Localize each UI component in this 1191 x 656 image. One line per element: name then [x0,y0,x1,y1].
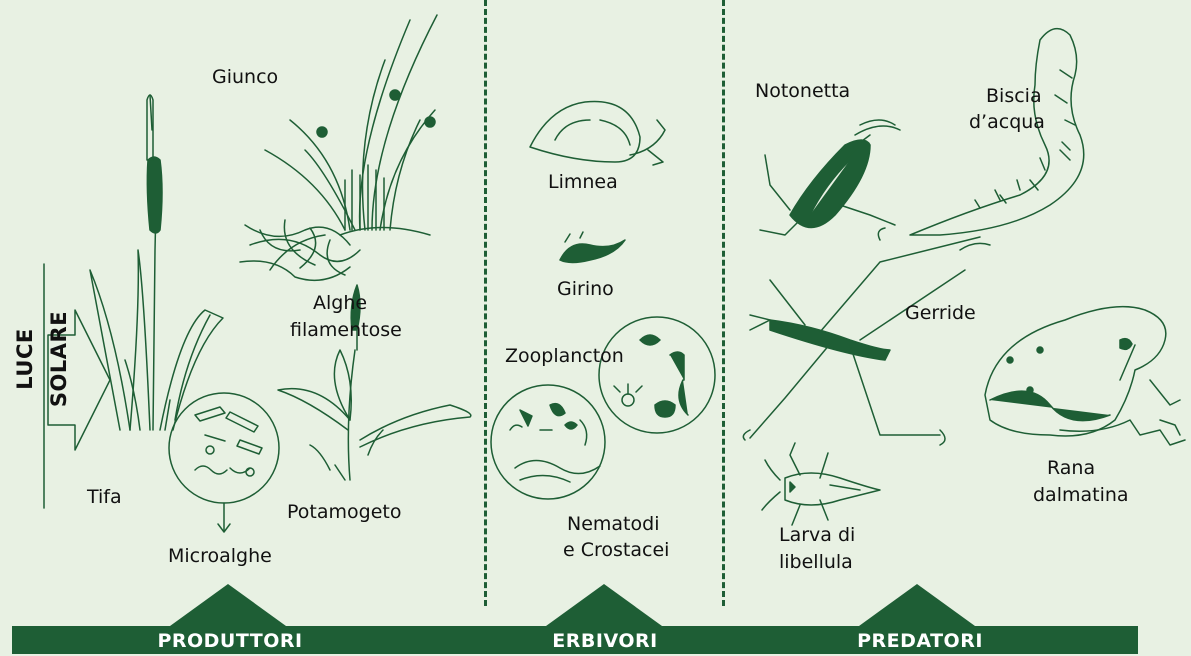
divider-producers-herbivores [484,0,487,606]
gerride-label: Gerride [905,300,976,327]
giunco-label: Giunco [212,64,278,91]
microalghe-icon [169,393,279,532]
nematodi-crostacei-icon [491,385,605,499]
divider-herbivores-predators [722,0,725,606]
zooplancton-label: Zooplancton [505,343,624,370]
predators-category: PREDATORI [800,626,1040,654]
alghe-label-line1: Alghe [313,290,367,317]
limnea-icon [530,101,665,165]
biscia-label-line1: Biscia [986,83,1042,110]
biscia-label-line2: d’acqua [969,109,1045,136]
microalghe-label: Microalghe [168,543,272,570]
predators-marker [859,584,975,626]
rana-label-line2: dalmatina [1033,482,1129,509]
gerride-icon [743,228,990,445]
luce-solare-label: LUCE SOLARE [8,299,42,419]
rana-dalmatina-icon [985,307,1185,445]
potamogeto-icon [278,285,471,480]
tifa-label: Tifa [87,484,122,511]
herbivores-marker [546,584,662,626]
giunco-icon [265,15,437,235]
girino-icon [560,232,625,263]
potamogeto-label: Potamogeto [287,499,401,526]
alghe-label-line2: filamentose [290,317,402,344]
rana-label-line1: Rana [1047,455,1095,482]
tifa-icon [90,95,223,430]
larva-label-line2: libellula [779,549,853,576]
herbivores-category: ERBIVORI [500,626,710,654]
nematodi-label-line2: e Crostacei [563,537,669,564]
producers-category: PRODUTTORI [100,626,360,654]
notonetta-icon [760,120,900,235]
limnea-label: Limnea [548,169,618,196]
girino-label: Girino [557,276,614,303]
nematodi-label-line1: Nematodi [567,511,659,538]
alghe-filamentose-icon [240,220,360,280]
producers-marker [170,584,286,626]
notonetta-label: Notonetta [755,78,850,105]
larva-libellula-icon [762,443,880,525]
larva-label-line1: Larva di [779,522,855,549]
zooplancton-icon [599,317,715,433]
